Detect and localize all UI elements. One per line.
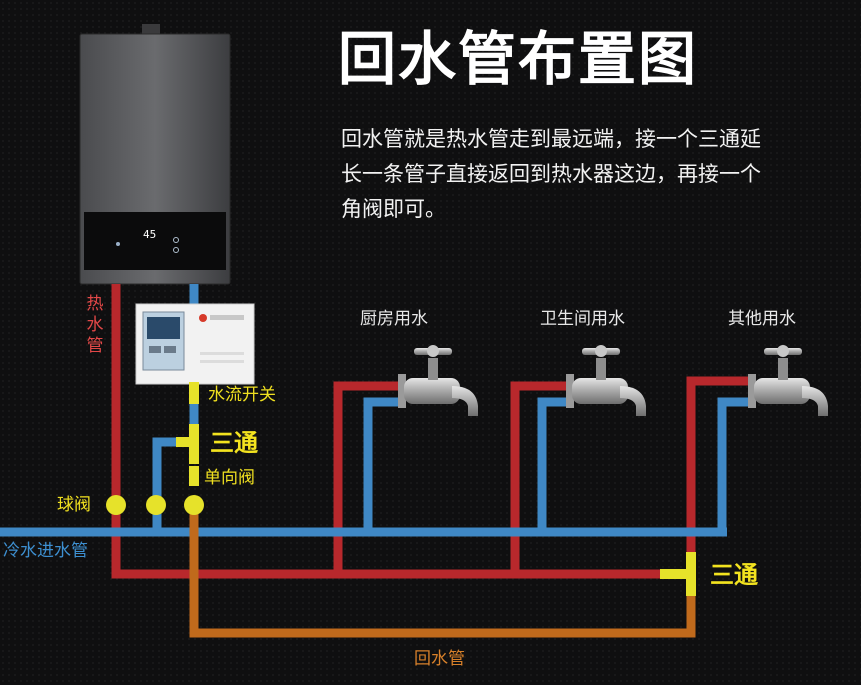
circulation-pump (135, 303, 255, 385)
ball-valve-hot (106, 495, 126, 515)
flow-switch-label: 水流开关 (208, 385, 276, 405)
cold-inlet-label: 冷水进水管 (3, 541, 88, 561)
hot-pipe-label: 热水管 (86, 294, 104, 356)
tap-label-kitchen: 厨房用水 (360, 309, 428, 329)
ball-valve-cold (146, 495, 166, 515)
tee-fitting-top (176, 424, 199, 464)
heater-temperature-display: 45 (143, 228, 156, 241)
flow-switch (189, 382, 199, 404)
tee-fitting-bottom (660, 552, 696, 596)
check-valve (189, 466, 199, 486)
water-heater (79, 24, 231, 285)
hot-water-line (111, 284, 752, 579)
faucet-other (748, 345, 828, 416)
tee-top-label: 三通 (210, 429, 258, 457)
ball-valve-label: 球阀 (57, 495, 91, 515)
tap-label-other: 其他用水 (728, 309, 796, 329)
heater-control-buttons (116, 237, 179, 253)
faucet-bathroom (566, 345, 646, 416)
ball-valve-return (184, 495, 204, 515)
tee-bottom-label: 三通 (710, 561, 758, 589)
return-water-line (189, 506, 696, 638)
return-pipe-label: 回水管 (414, 649, 465, 669)
diagram-description: 回水管就是热水管走到最远端，接一个三通延长一条管子直接返回到热水器这边，再接一个… (341, 127, 761, 221)
faucet-kitchen (398, 345, 478, 416)
check-valve-label: 单向阀 (204, 468, 255, 488)
diagram-title: 回水管布置图 (338, 25, 699, 93)
tap-label-bathroom: 卫生间用水 (540, 309, 625, 329)
